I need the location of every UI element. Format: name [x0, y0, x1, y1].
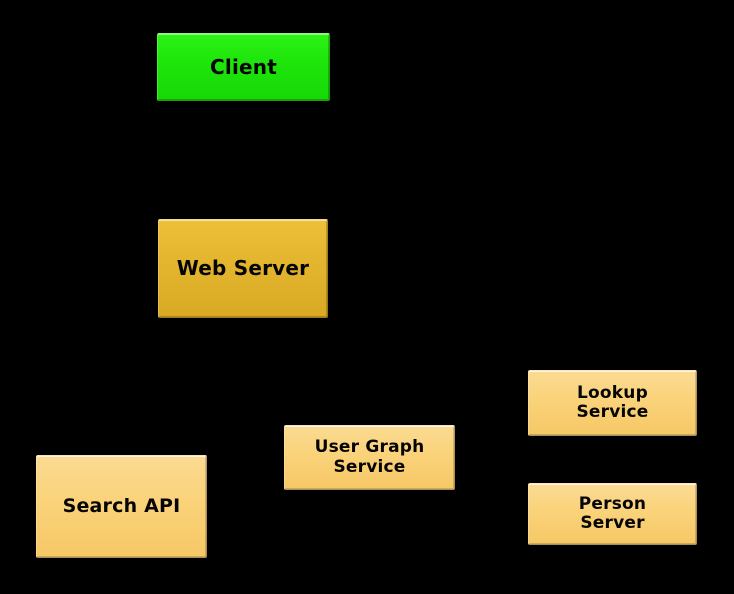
diagram-node-user-graph-service[interactable]: User Graph Service [284, 425, 455, 490]
node-label-person-server: Person Server [578, 493, 647, 533]
node-label-web-server: Web Server [176, 256, 310, 281]
diagram-node-client[interactable]: Client [157, 33, 330, 101]
diagram-node-search-api[interactable]: Search API [36, 455, 207, 558]
node-label-lookup-service: Lookup Service [576, 382, 649, 422]
node-label-user-graph-service: User Graph Service [314, 437, 425, 477]
diagram-node-lookup-service[interactable]: Lookup Service [528, 370, 697, 436]
node-label-client: Client [210, 54, 277, 79]
diagram-node-web-server[interactable]: Web Server [158, 219, 328, 318]
diagram-node-person-server[interactable]: Person Server [528, 483, 697, 545]
node-label-search-api: Search API [62, 494, 181, 517]
